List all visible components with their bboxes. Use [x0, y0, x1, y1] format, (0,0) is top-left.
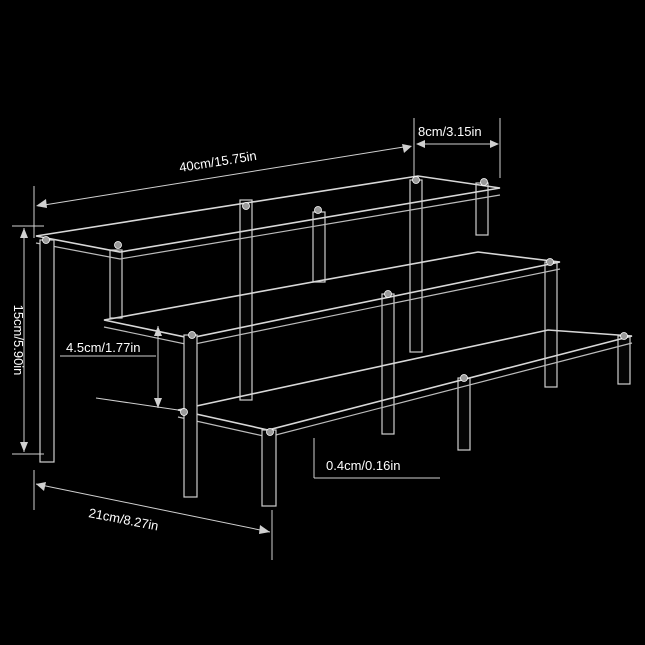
dim-width: 40cm/15.75in: [33, 118, 415, 238]
screw-icon: [114, 241, 122, 249]
screw-icon: [546, 258, 554, 266]
bottom-shelf-surface: [177, 329, 633, 431]
top-shelf: [35, 175, 501, 260]
post-low-center: [457, 377, 471, 451]
screws: [42, 176, 628, 436]
screw-icon: [180, 408, 188, 416]
arrow-icon: [259, 525, 270, 534]
dim-depth-line: [35, 483, 271, 533]
screw-icon: [460, 374, 468, 382]
post-top-center: [312, 211, 326, 283]
middle-shelf: [103, 251, 561, 346]
dim-riser-gap: 4.5cm/1.77in: [60, 326, 179, 411]
post-mid-right: [544, 261, 558, 388]
screw-icon: [314, 206, 322, 214]
screw-icon: [266, 428, 274, 436]
screw-icon: [480, 178, 488, 186]
post-front-left-mid: [183, 334, 198, 498]
arrow-icon: [20, 228, 28, 238]
screw-icon: [42, 236, 50, 244]
width-label: 40cm/15.75in: [178, 148, 257, 175]
arrow-icon: [20, 442, 28, 452]
dim-gap-tick-bottom: [95, 397, 179, 411]
dim-depth: 21cm/8.27in: [33, 470, 273, 560]
depth-label: 21cm/8.27in: [87, 505, 159, 533]
arrow-icon: [154, 326, 162, 336]
arrow-icon: [490, 140, 499, 148]
arrow-icon: [402, 144, 412, 153]
top-shelf-edge: [35, 194, 501, 260]
dim-width-line: [37, 145, 411, 207]
middle-shelf-surface: [103, 251, 561, 339]
arrow-icon: [36, 199, 47, 208]
screw-icon: [188, 331, 196, 339]
dim-step-depth: 8cm/3.15in: [416, 118, 501, 178]
dim-thickness: 0.4cm/0.16in: [313, 438, 440, 479]
riser-gap-label: 4.5cm/1.77in: [66, 340, 140, 355]
post-front-bottom: [261, 429, 277, 507]
arrow-icon: [154, 398, 162, 408]
screw-icon: [384, 290, 392, 298]
height-label: 15cm/5.90in: [11, 305, 26, 376]
post-top-left-inner: [109, 249, 123, 319]
step-depth-label: 8cm/3.15in: [418, 124, 482, 139]
arrow-icon: [416, 140, 425, 148]
screw-icon: [242, 202, 250, 210]
screw-icon: [412, 176, 420, 184]
arrow-icon: [36, 482, 46, 491]
dim-height: 15cm/5.90in: [11, 225, 44, 455]
post-top-mid: [239, 199, 253, 401]
top-shelf-surface: [35, 175, 501, 253]
screw-icon: [620, 332, 628, 340]
thickness-label: 0.4cm/0.16in: [326, 458, 400, 473]
post-top-right-back: [409, 179, 423, 353]
post-front-left-tall: [39, 239, 55, 463]
post-low-right: [617, 335, 631, 385]
